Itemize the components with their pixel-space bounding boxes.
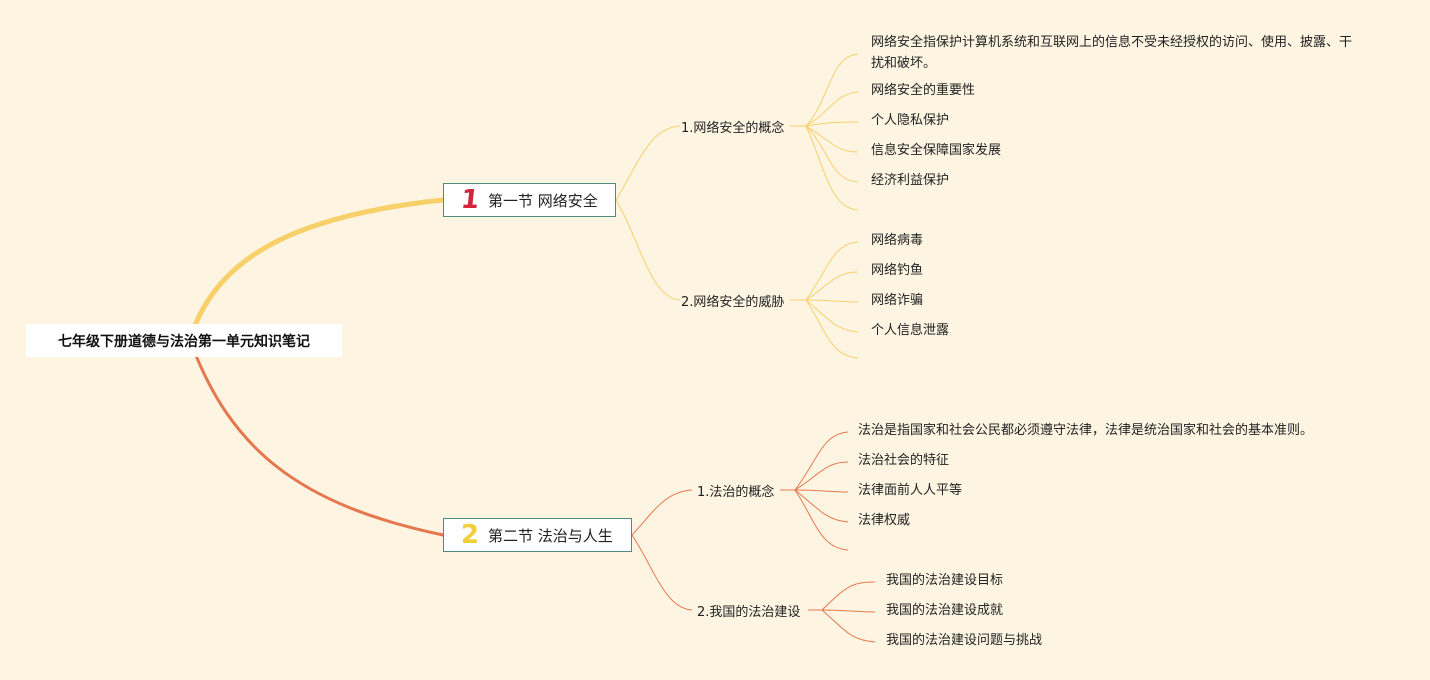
leaf-2-1-1[interactable]: 法治是指国家和社会公民都必须遵守法律，法律是统治国家和社会的基本准则。 xyxy=(858,423,1314,438)
topic-1-2[interactable]: 2.网络安全的威胁 xyxy=(681,295,785,310)
section-1-title: 第一节 网络安全 xyxy=(488,191,598,210)
leaf-2-2-3[interactable]: 我国的法治建设问题与挑战 xyxy=(886,633,1043,648)
leaf-2-1-3[interactable]: 法律面前人人平等 xyxy=(858,483,963,498)
leaf-1-1-5[interactable]: 经济利益保护 xyxy=(871,173,950,188)
branch-root-section-1 xyxy=(187,197,446,343)
branch-section-1-topic-2 xyxy=(615,199,681,301)
leaf-2-2-1[interactable]: 我国的法治建设目标 xyxy=(886,573,1004,588)
branch-topic-2-1-leaves xyxy=(780,431,849,551)
section-1-node[interactable]: 1 第一节 网络安全 xyxy=(443,183,616,217)
leaf-1-1-1[interactable]: 网络安全指保护计算机系统和互联网上的信息不受未经授权的访问、使用、披露、干扰和破… xyxy=(871,35,1353,71)
leaf-2-1-4[interactable]: 法律权威 xyxy=(858,513,911,528)
leaf-1-1-2[interactable]: 网络安全的重要性 xyxy=(871,83,976,98)
section-2-title: 第二节 法治与人生 xyxy=(488,526,613,545)
leaf-2-2-2[interactable]: 我国的法治建设成就 xyxy=(886,603,1004,618)
branch-topic-1-1-leaves xyxy=(790,53,859,211)
root-topic[interactable]: 七年级下册道德与法治第一单元知识笔记 xyxy=(26,324,342,357)
branch-section-2-topic-1 xyxy=(631,489,693,536)
topic-2-2[interactable]: 2.我国的法治建设 xyxy=(697,605,801,620)
leaf-1-2-2[interactable]: 网络钓鱼 xyxy=(871,263,924,278)
leaf-1-1-3[interactable]: 个人隐私保护 xyxy=(871,113,950,128)
section-1-number-icon: 1 xyxy=(459,185,481,215)
branch-topic-2-2-leaves xyxy=(808,581,876,643)
topic-2-1[interactable]: 1.法治的概念 xyxy=(697,485,775,500)
leaf-2-1-2[interactable]: 法治社会的特征 xyxy=(858,453,950,468)
leaf-1-2-3[interactable]: 网络诈骗 xyxy=(871,293,924,308)
branch-topic-1-2-leaves xyxy=(790,241,859,359)
leaf-1-2-4[interactable]: 个人信息泄露 xyxy=(871,323,950,338)
topic-1-1[interactable]: 1.网络安全的概念 xyxy=(681,121,785,136)
branch-root-section-2 xyxy=(188,338,445,537)
leaf-1-1-4[interactable]: 信息安全保障国家发展 xyxy=(871,143,1002,158)
branch-section-2-topic-2 xyxy=(631,534,693,611)
branch-section-1-topic-1 xyxy=(615,125,681,201)
section-2-node[interactable]: 2 第二节 法治与人生 xyxy=(443,518,632,552)
section-2-number-icon: 2 xyxy=(460,520,480,550)
leaf-1-2-1[interactable]: 网络病毒 xyxy=(871,233,924,248)
